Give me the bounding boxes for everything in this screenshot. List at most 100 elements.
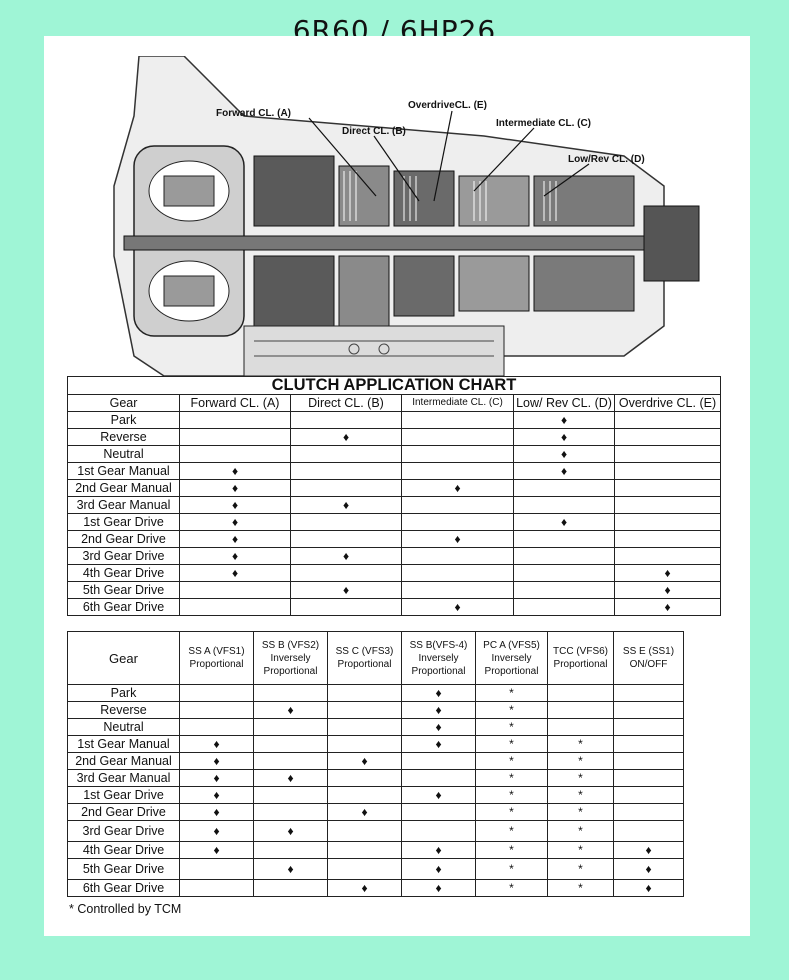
gear-cell: 1st Gear Drive (67, 786, 180, 804)
clutch-plates (343, 171, 557, 221)
table-row: 3rd Gear Manual♦♦ (67, 496, 722, 514)
col-header-line: Proportional (553, 659, 608, 670)
applied-cell (290, 479, 402, 497)
applied-cell (513, 598, 615, 616)
col-header-line: Proportional (189, 659, 244, 670)
gear-cell: 2nd Gear Drive (67, 530, 180, 548)
col-header-line: SS B(VFS-4) (409, 639, 468, 651)
clutch-application-chart: CLUTCH APPLICATION CHART Gear Forward CL… (66, 376, 722, 616)
col-header-line: SS E (SS1) (622, 646, 675, 657)
applied-cell: ♦ (179, 803, 254, 821)
applied-cell (613, 547, 722, 565)
applied-cell (613, 445, 722, 463)
table-row: 2nd Gear Manual♦♦ (67, 479, 722, 497)
col-header: Gear (67, 394, 180, 412)
table-row: 1st Gear Drive♦♦ (67, 513, 722, 531)
applied-cell (253, 735, 328, 753)
applied-cell (327, 820, 402, 842)
applied-cell (253, 879, 328, 897)
col-header: Overdrive CL. (E) (613, 394, 722, 412)
table-row: 3rd Gear Drive♦♦** (67, 820, 684, 842)
gear-cell: 5th Gear Drive (67, 858, 180, 880)
table-row: 2nd Gear Manual♦♦** (67, 752, 684, 770)
applied-cell: ♦ (179, 735, 254, 753)
applied-cell (613, 735, 684, 753)
table-row: 3rd Gear Manual♦♦** (67, 769, 684, 787)
applied-cell: ♦ (179, 496, 291, 514)
applied-cell (613, 530, 722, 548)
applied-cell: * (547, 769, 614, 787)
applied-cell: ♦ (179, 530, 291, 548)
applied-cell (547, 701, 614, 719)
applied-cell: * (475, 879, 548, 897)
applied-cell (290, 411, 402, 429)
applied-cell (613, 411, 722, 429)
applied-cell (290, 530, 402, 548)
applied-cell: * (547, 841, 614, 859)
table-row: 3rd Gear Drive♦♦ (67, 547, 722, 565)
applied-cell (613, 820, 684, 842)
applied-cell (327, 841, 402, 859)
col-header: Gear (67, 631, 180, 685)
col-header: TCC (VFS6)Proportional (547, 631, 614, 685)
applied-cell: * (547, 803, 614, 821)
applied-cell: ♦ (253, 701, 328, 719)
applied-cell (253, 786, 328, 804)
applied-cell: * (475, 752, 548, 770)
applied-cell: * (547, 752, 614, 770)
applied-cell: * (475, 820, 548, 842)
applied-cell: ♦ (401, 479, 514, 497)
applied-cell (613, 769, 684, 787)
applied-cell (547, 718, 614, 736)
applied-cell: ♦ (613, 598, 722, 616)
gear-cell: 2nd Gear Manual (67, 752, 180, 770)
gear-cell: 6th Gear Drive (67, 879, 180, 897)
applied-cell (401, 820, 476, 842)
col-header-line: SS B (VFS2) (261, 639, 320, 651)
applied-cell: ♦ (401, 684, 476, 702)
applied-cell (327, 786, 402, 804)
callout-leaders (308, 110, 590, 202)
table-row: 1st Gear Manual♦♦** (67, 735, 684, 753)
applied-cell: ♦ (327, 752, 402, 770)
lowrev-clutch-label: Low/Rev CL. (D) (568, 154, 645, 165)
applied-cell: ♦ (513, 411, 615, 429)
applied-cell (513, 581, 615, 599)
applied-cell (401, 428, 514, 446)
table-row: 4th Gear Drive♦♦ (67, 564, 722, 582)
applied-cell: * (475, 718, 548, 736)
applied-cell (401, 752, 476, 770)
applied-cell: ♦ (179, 752, 254, 770)
applied-cell: ♦ (513, 445, 615, 463)
table-row: 2nd Gear Drive♦♦** (67, 803, 684, 821)
gear-cell: 3rd Gear Manual (67, 769, 180, 787)
applied-cell (401, 547, 514, 565)
applied-cell: ♦ (401, 718, 476, 736)
applied-cell (613, 701, 684, 719)
applied-cell: ♦ (179, 841, 254, 859)
output-flange (643, 205, 700, 282)
applied-cell (401, 445, 514, 463)
applied-cell: * (475, 701, 548, 719)
applied-cell (613, 718, 684, 736)
applied-cell (401, 564, 514, 582)
gear-cell: 2nd Gear Drive (67, 803, 180, 821)
direct-clutch-label: Direct CL. (B) (342, 126, 406, 137)
gear-cell: Reverse (67, 428, 180, 446)
applied-cell (401, 496, 514, 514)
col-header: Low/ Rev CL. (D) (513, 394, 615, 412)
applied-cell: ♦ (613, 841, 684, 859)
col-header-line: Proportional (484, 665, 539, 677)
col-header-line: SS A (VFS1) (188, 646, 245, 657)
col-header: Intermediate CL. (C) (401, 394, 514, 412)
applied-cell (401, 803, 476, 821)
applied-cell (179, 411, 291, 429)
table-row: 1st Gear Drive♦♦** (67, 786, 684, 804)
applied-cell (513, 479, 615, 497)
applied-cell (253, 841, 328, 859)
applied-cell: ♦ (401, 701, 476, 719)
applied-cell: ♦ (613, 858, 684, 880)
valve-body (243, 325, 505, 377)
applied-cell: * (475, 769, 548, 787)
